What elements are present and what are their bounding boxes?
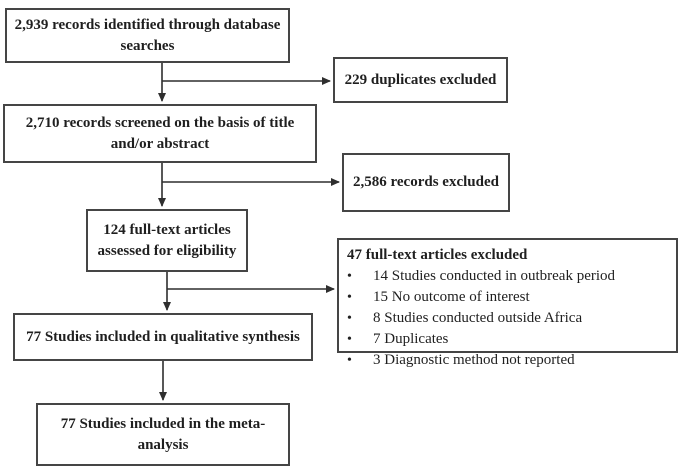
box-fulltext-assessed: 124 full-text articles assessed for elig… <box>86 209 248 272</box>
records-screened-text: 2,710 records screened on the basis of t… <box>25 114 295 152</box>
exclusion-reason-text: 14 Studies conducted in outbreak period <box>373 268 616 284</box>
bullet-icon: • <box>347 290 352 305</box>
box-records-identified: 2,939 records identified through databas… <box>5 8 290 63</box>
records-excluded-text: 2,586 records excluded <box>353 174 499 190</box>
duplicates-excluded-text: 229 duplicates excluded <box>344 71 497 88</box>
meta-analysis-text: 77 Studies included in the meta- analysi… <box>60 415 266 453</box>
exclusion-reason-item: • 3 Diagnostic method not reported <box>347 350 668 371</box>
exclusion-reason-item: • 7 Duplicates <box>347 329 668 350</box>
box-duplicates-excluded: 229 duplicates excluded <box>333 57 508 103</box>
bullet-icon: • <box>347 353 352 368</box>
exclusion-reason-text: 3 Diagnostic method not reported <box>373 352 575 368</box>
exclusion-reason-item: • 15 No outcome of interest <box>347 287 668 308</box>
exclusion-reason-text: 7 Duplicates <box>373 331 449 347</box>
qualitative-synthesis-text: 77 Studies included in qualitative synth… <box>26 328 300 345</box>
fulltext-excluded-title: 47 full-text articles excluded <box>347 247 528 263</box>
box-qualitative-synthesis: 77 Studies included in qualitative synth… <box>13 313 313 361</box>
box-records-excluded: 2,586 records excluded <box>342 153 510 212</box>
box-fulltext-excluded: 47 full-text articles excluded • 14 Stud… <box>337 238 678 368</box>
box-meta-analysis: 77 Studies included in the meta- analysi… <box>36 403 290 466</box>
records-identified-text: 2,939 records identified through databas… <box>14 16 281 54</box>
bullet-icon: • <box>347 332 352 347</box>
box-records-screened: 2,710 records screened on the basis of t… <box>3 104 317 163</box>
bullet-icon: • <box>347 311 352 326</box>
fulltext-assessed-text: 124 full-text articles assessed for elig… <box>97 221 237 259</box>
exclusion-reason-item: • 8 Studies conducted outside Africa <box>347 308 668 329</box>
bullet-icon: • <box>347 269 352 284</box>
exclusion-reason-text: 8 Studies conducted outside Africa <box>373 310 583 326</box>
exclusion-reason-text: 15 No outcome of interest <box>373 289 530 305</box>
exclusion-reason-item: • 14 Studies conducted in outbreak perio… <box>347 266 668 287</box>
